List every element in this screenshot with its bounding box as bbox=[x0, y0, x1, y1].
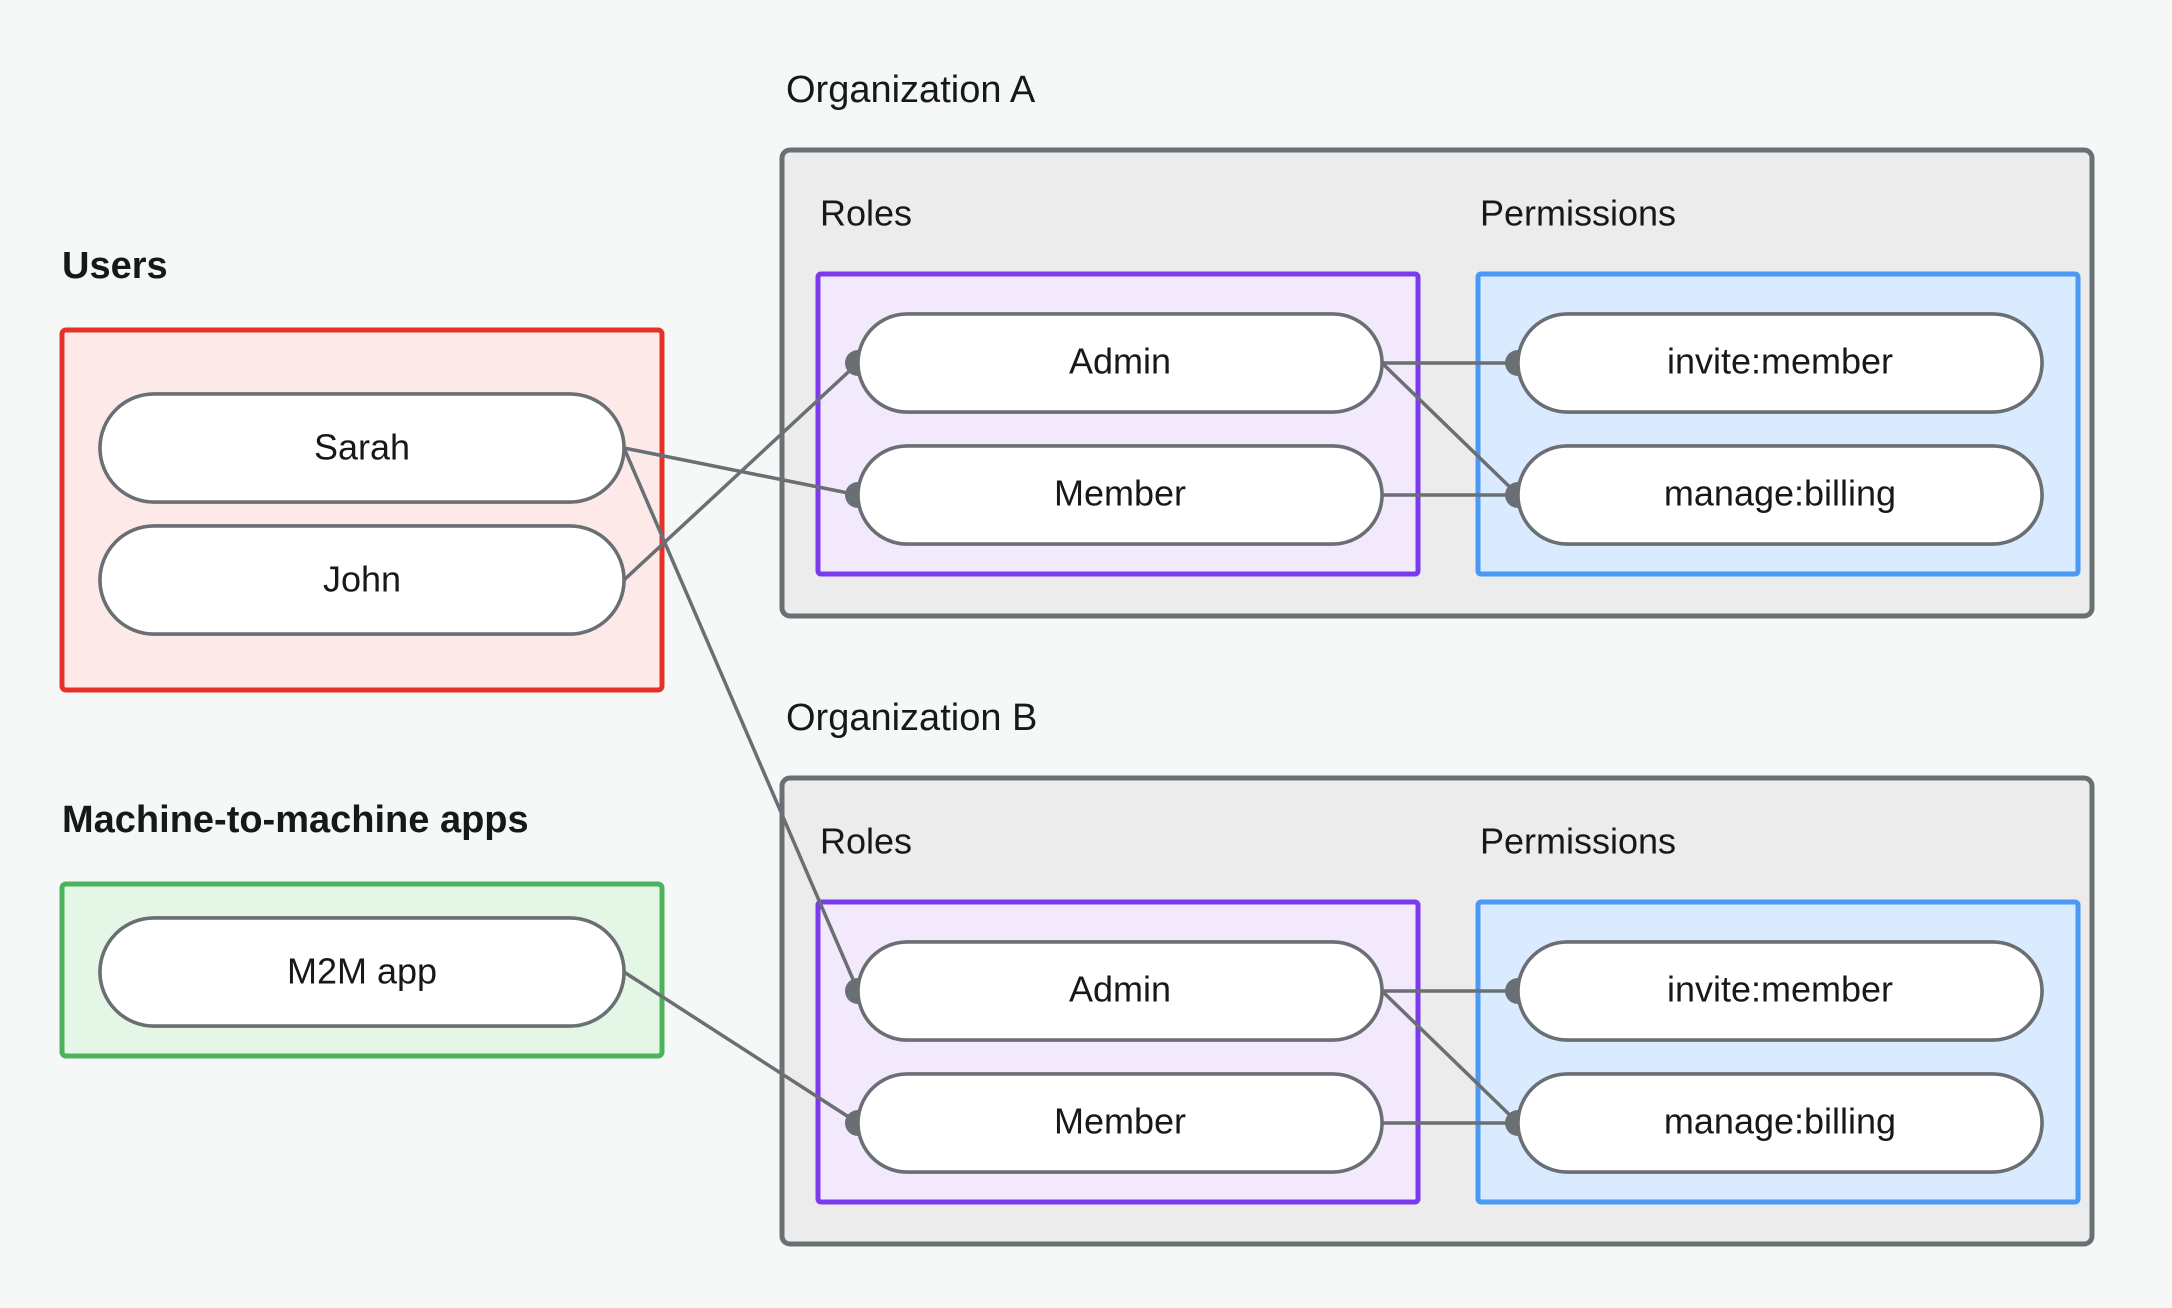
org-a-permissions-title: Permissions bbox=[1480, 193, 1676, 234]
org-b-permission-manage-billing-overlay[interactable] bbox=[1516, 1072, 2044, 1174]
m2m-node-app-label-overlay: M2M app bbox=[287, 951, 437, 992]
org-b-permission-manage-billing-label-overlay: manage:billing bbox=[1664, 1101, 1896, 1142]
org-b-role-member-label-overlay: Member bbox=[1054, 1101, 1186, 1142]
user-node-john-label-overlay: John bbox=[323, 559, 401, 600]
org-a-role-admin-label-overlay: Admin bbox=[1069, 341, 1171, 382]
org-b-permissions-title: Permissions bbox=[1480, 821, 1676, 862]
org-a-role-member-overlay[interactable] bbox=[856, 444, 1384, 546]
org-a-role-member-label-overlay: Member bbox=[1054, 473, 1186, 514]
users-container bbox=[59, 327, 665, 693]
edge-m2m-to-orgb-member bbox=[623, 970, 859, 1125]
org-a-permission-invite-member-overlay[interactable] bbox=[1516, 312, 2044, 414]
org-a-title: Organization A bbox=[786, 69, 1036, 111]
edge-orga-admin-to-manage-billing bbox=[1380, 361, 1520, 497]
m2m-node-app-overlay[interactable] bbox=[98, 916, 626, 1028]
org-a-permission-manage-billing-label-overlay: manage:billing bbox=[1664, 473, 1896, 514]
org-b-roles-title: Roles bbox=[820, 821, 912, 862]
edge-john-to-orga-admin bbox=[622, 361, 860, 582]
m2m-title: Machine-to-machine apps bbox=[62, 799, 529, 841]
org-b-role-member-overlay[interactable] bbox=[856, 1072, 1384, 1174]
users-title: Users bbox=[62, 245, 168, 287]
user-node-john-overlay[interactable] bbox=[98, 524, 626, 636]
edge-layer bbox=[622, 361, 1520, 1125]
org-b-role-admin-label-overlay: Admin bbox=[1069, 969, 1171, 1010]
org-b-title: Organization B bbox=[786, 697, 1037, 739]
org-b-role-admin-overlay[interactable] bbox=[856, 940, 1384, 1042]
edge-orgb-admin-to-manage-billing bbox=[1380, 989, 1520, 1125]
org-a-permission-invite-member-label-overlay: invite:member bbox=[1667, 341, 1893, 382]
node-overlay-layer: Sarah John M2M app Admin Member invite:m… bbox=[98, 312, 2044, 1174]
user-node-sarah-label-overlay: Sarah bbox=[314, 427, 410, 468]
org-b-permission-invite-member-label-overlay: invite:member bbox=[1667, 969, 1893, 1010]
edge-sarah-to-orgb-admin bbox=[622, 447, 860, 992]
org-a-role-admin-overlay[interactable] bbox=[856, 312, 1384, 414]
org-a-permission-manage-billing-overlay[interactable] bbox=[1516, 444, 2044, 546]
user-node-sarah-overlay[interactable] bbox=[98, 392, 626, 504]
org-b-permission-invite-member-overlay[interactable] bbox=[1516, 940, 2044, 1042]
org-a-roles-title: Roles bbox=[820, 193, 912, 234]
